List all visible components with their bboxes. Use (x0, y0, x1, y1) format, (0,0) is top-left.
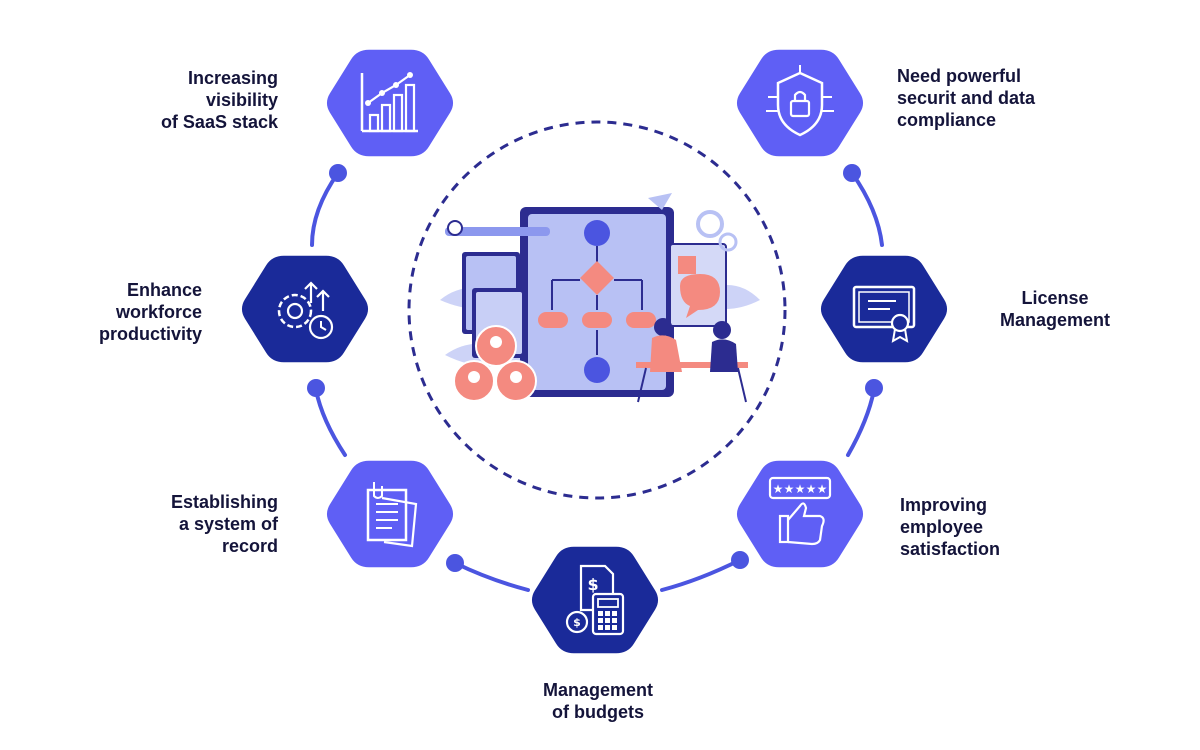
node-label-system-record: Establishing a system of record (170, 492, 278, 556)
connector-arc-left-bottom (453, 561, 530, 592)
node-label-security: Need powerful securit and data complianc… (897, 66, 1036, 130)
connector-dot (731, 551, 749, 569)
connector-arc-right-mid (846, 388, 876, 457)
node-productivity (241, 255, 369, 363)
gears-clock-icon (277, 281, 334, 340)
documents-icon (366, 482, 418, 548)
node-label-license: License Management (999, 288, 1111, 330)
connector-dot (446, 554, 464, 572)
hexagon-security (736, 49, 864, 157)
svg-text:$: $ (573, 616, 581, 629)
node-label-saas-visibility: Increasing visibility of SaaS stack (160, 68, 278, 132)
bar-chart-growth-icon (360, 72, 418, 133)
dashed-center-circle (407, 120, 787, 500)
svg-text:$: $ (587, 575, 598, 594)
hexagon-system-record (326, 460, 454, 568)
workflow-illustration-icon (440, 193, 760, 403)
connector-arc-left-mid (314, 388, 347, 457)
calculator-budget-icon: $$ (565, 564, 625, 636)
nodes-layer: ★★★★★$$ (241, 49, 948, 654)
connector-dot (865, 379, 883, 397)
node-security (736, 49, 864, 157)
node-system-record (326, 460, 454, 568)
hexagon-saas-visibility (326, 49, 454, 157)
certificate-icon (852, 285, 916, 343)
connector-dots (307, 164, 883, 572)
node-saas-visibility (326, 49, 454, 157)
svg-text:★: ★ (795, 482, 806, 496)
node-label-budgets: Management of budgets (542, 680, 654, 722)
hexagon-satisfaction (736, 460, 864, 568)
svg-text:★: ★ (817, 482, 828, 496)
connector-arc-left-top (310, 171, 340, 247)
shield-lock-icon (766, 65, 834, 137)
node-license (820, 255, 948, 363)
connector-dot (843, 164, 861, 182)
node-satisfaction: ★★★★★ (736, 460, 864, 568)
connector-dot (307, 379, 325, 397)
connector-dot (329, 164, 347, 182)
svg-text:★: ★ (806, 482, 817, 496)
node-label-productivity: Enhance workforce productivity (98, 280, 202, 344)
connector-arc-right-top (850, 171, 884, 247)
node-label-satisfaction: Improving employee satisfaction (900, 495, 1001, 559)
node-budgets: $$ (531, 546, 659, 654)
svg-text:★: ★ (773, 482, 784, 496)
thumbs-up-rating-icon: ★★★★★ (768, 476, 832, 546)
connector-arc-right-bottom (660, 558, 742, 592)
svg-text:★: ★ (784, 482, 795, 496)
hexagon-productivity (241, 255, 369, 363)
